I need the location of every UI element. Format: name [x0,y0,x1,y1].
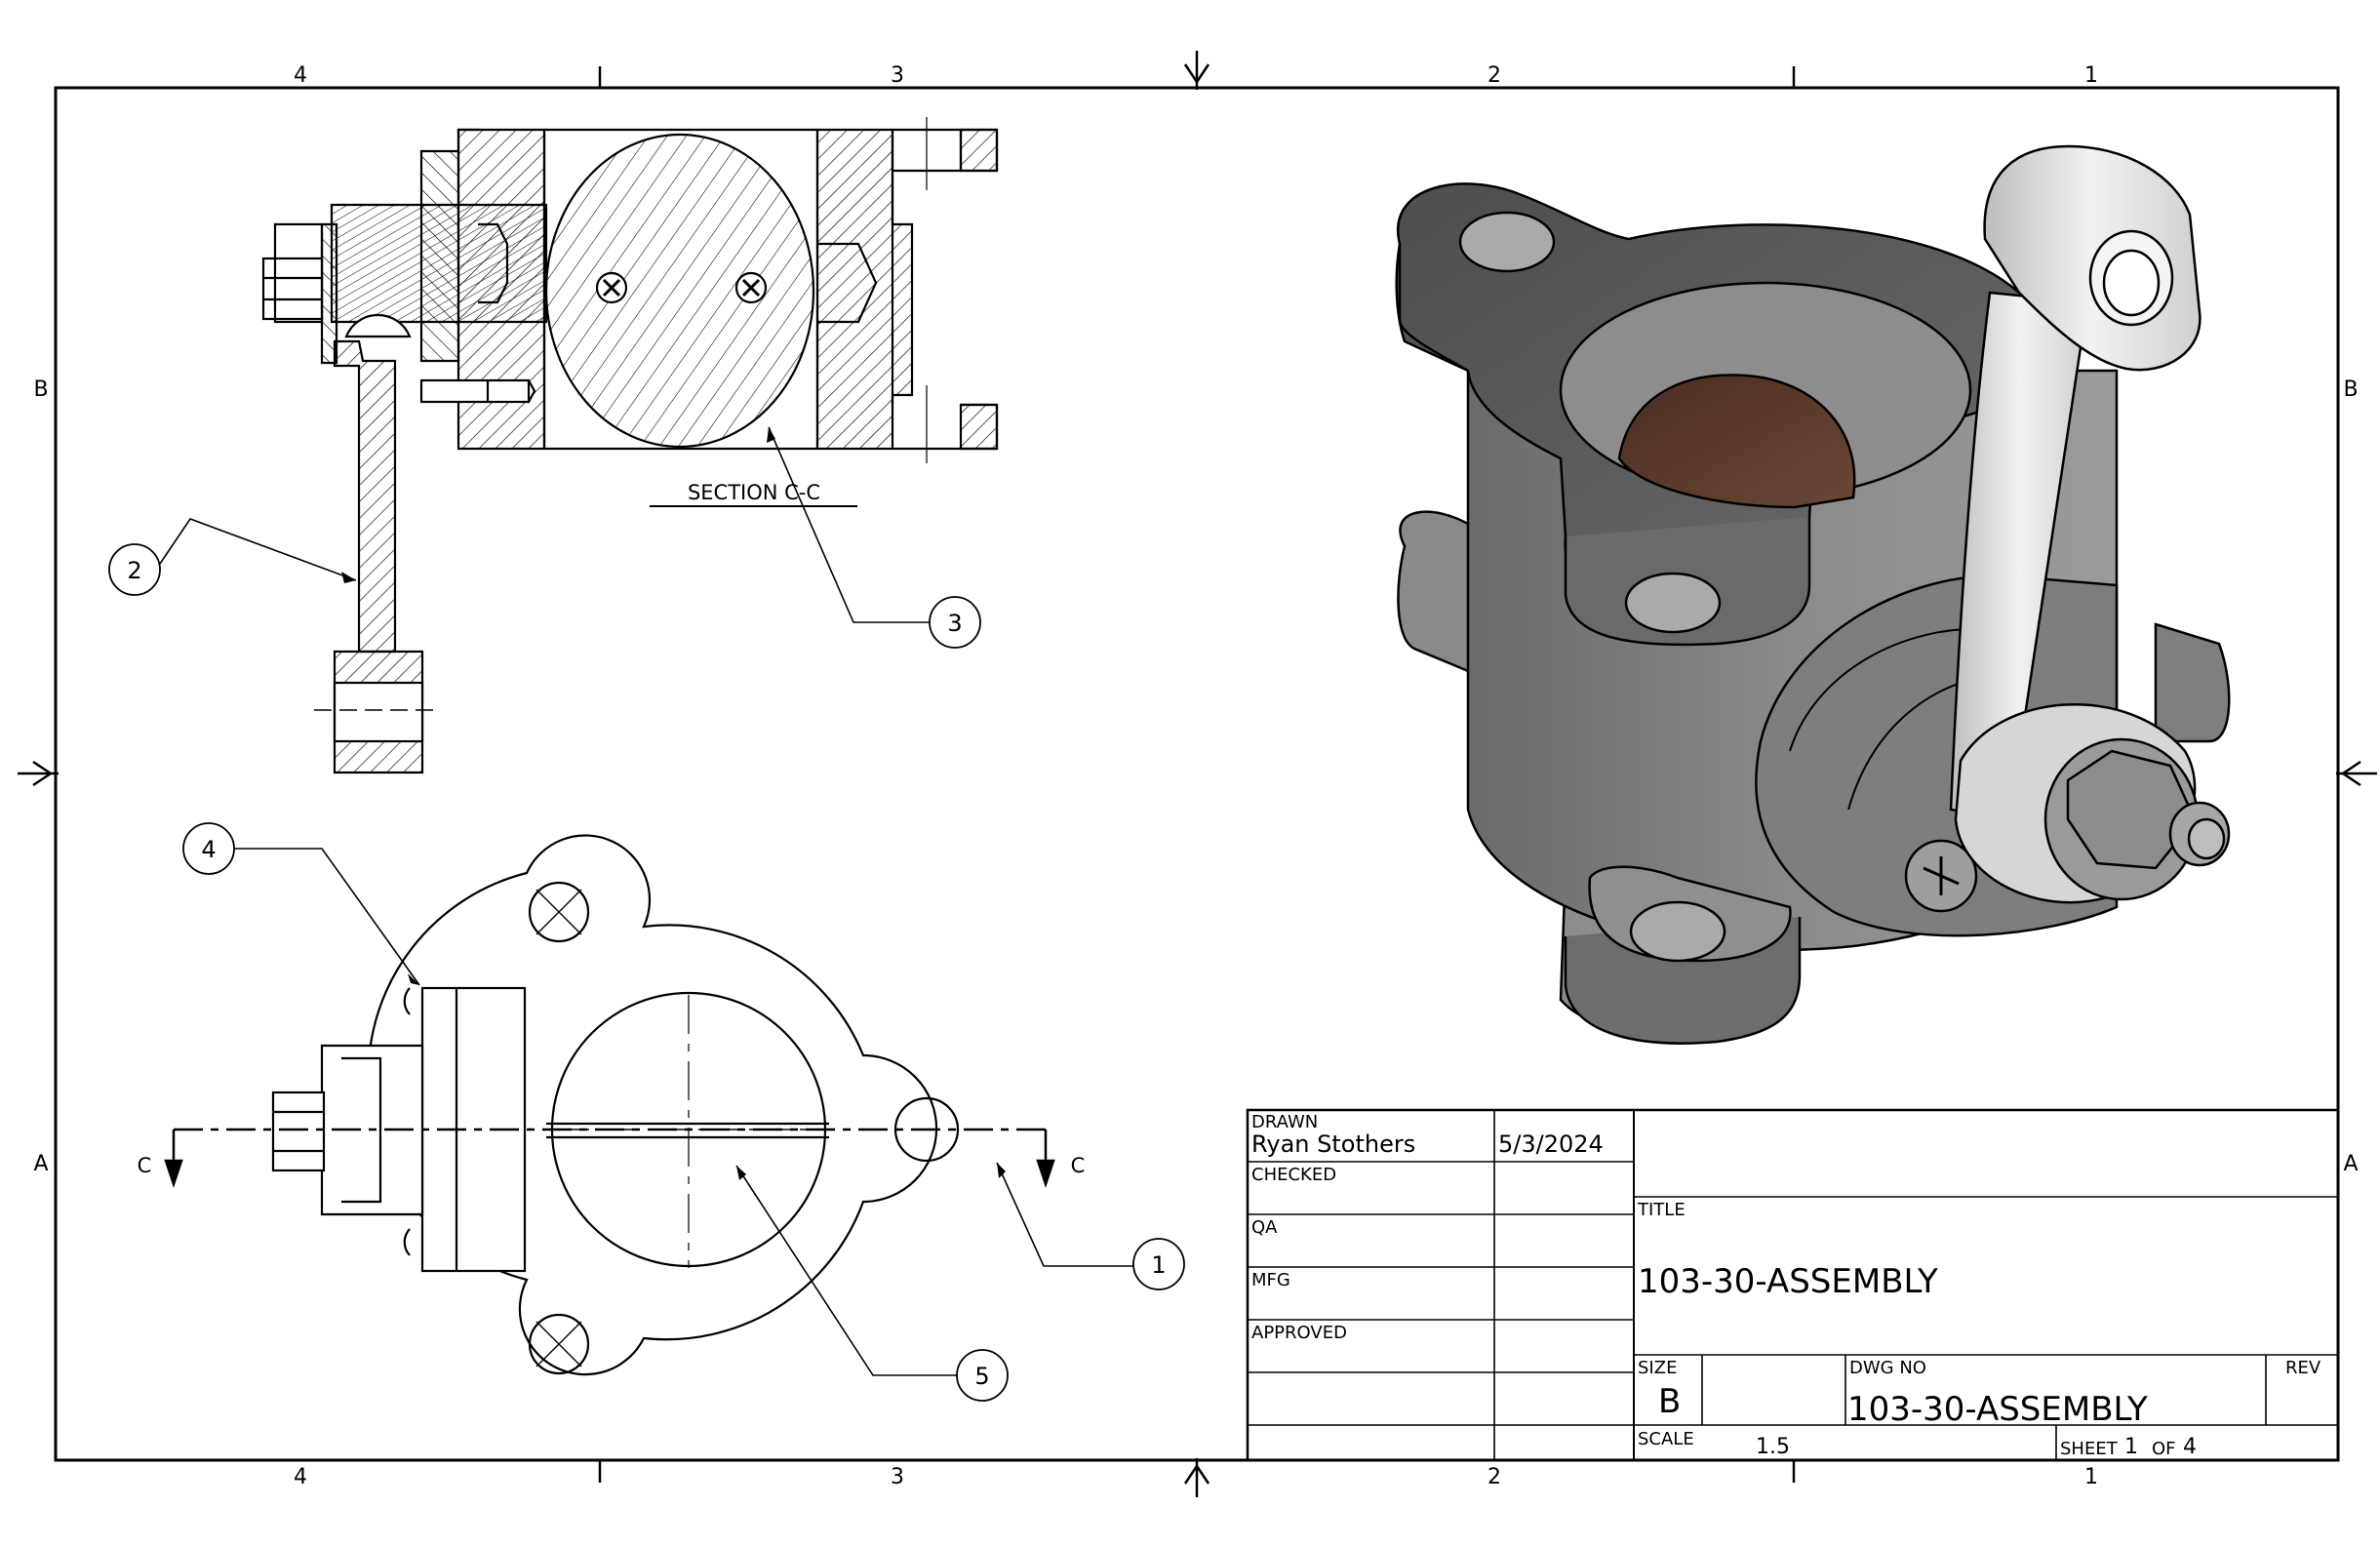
tb-mfg-label: MFG [1251,1270,1290,1290]
tb-drawn-label: DRAWN [1251,1112,1318,1132]
tb-size-label: SIZE [1638,1358,1677,1378]
tb-drawn-date: 5/3/2024 [1498,1130,1604,1158]
zone-right-B: B [2343,377,2358,402]
tb-checked-label: CHECKED [1251,1165,1336,1185]
leader-lines [159,426,1133,1376]
isometric-view [1395,144,2231,1045]
zone-bottom-4: 4 [294,1465,307,1489]
tb-of-label: OF [2152,1439,2176,1459]
balloon-3[interactable]: 3 [929,596,981,649]
tb-scale: 1.5 [1756,1435,1790,1459]
tb-qa-label: QA [1251,1217,1278,1238]
zone-top-1: 1 [2084,63,2098,88]
tb-drawn-by: Ryan Stothers [1251,1130,1415,1158]
tb-title: 103-30-ASSEMBLY [1638,1262,1938,1301]
balloon-5-label: 5 [974,1363,989,1390]
zone-top-2: 2 [1488,63,1501,88]
balloon-3-label: 3 [947,610,962,637]
top-view [271,834,960,1376]
balloon-1-label: 1 [1151,1251,1166,1279]
tb-size: B [1658,1382,1681,1421]
zone-left-B: B [33,377,48,402]
cutting-plane-c-c [164,1128,1055,1188]
zone-right-A: A [2343,1152,2358,1176]
balloon-4-label: 4 [201,836,216,863]
leader-arrowheads [341,427,1006,1180]
cut-label-left: C [138,1154,152,1177]
tb-title-label: TITLE [1637,1200,1686,1220]
tb-sheet-label: SHEET [2060,1439,2119,1459]
zone-bottom-1: 1 [2084,1465,2098,1489]
balloon-2-label: 2 [127,557,141,584]
zone-top-4: 4 [294,63,307,88]
zone-bottom-3: 3 [891,1465,904,1489]
tb-dwg-no: 103-30-ASSEMBLY [1847,1390,2148,1429]
tb-rev-label: REV [2285,1358,2321,1378]
tb-sheet-no: 1 [2124,1435,2138,1459]
zone-bottom-2: 2 [1488,1465,1501,1489]
centering-marks [18,51,2377,1497]
zone-top-3: 3 [891,63,904,88]
section-c-c-title: SECTION C-C [688,481,820,504]
tb-approved-label: APPROVED [1251,1323,1347,1343]
zone-left-A: A [33,1152,48,1176]
title-block [1246,1108,2340,1462]
cut-label-right: C [1071,1154,1086,1177]
tb-scale-label: SCALE [1638,1429,1694,1449]
tb-dwg-no-label: DWG NO [1849,1358,1926,1378]
zone-ticks [598,66,1796,1483]
balloon-4[interactable]: 4 [182,822,235,875]
balloon-5[interactable]: 5 [956,1349,1009,1402]
balloon-1[interactable]: 1 [1132,1238,1185,1290]
section-view-c-c [261,117,999,774]
balloon-2[interactable]: 2 [108,543,161,596]
tb-sheet-total: 4 [2183,1435,2197,1459]
